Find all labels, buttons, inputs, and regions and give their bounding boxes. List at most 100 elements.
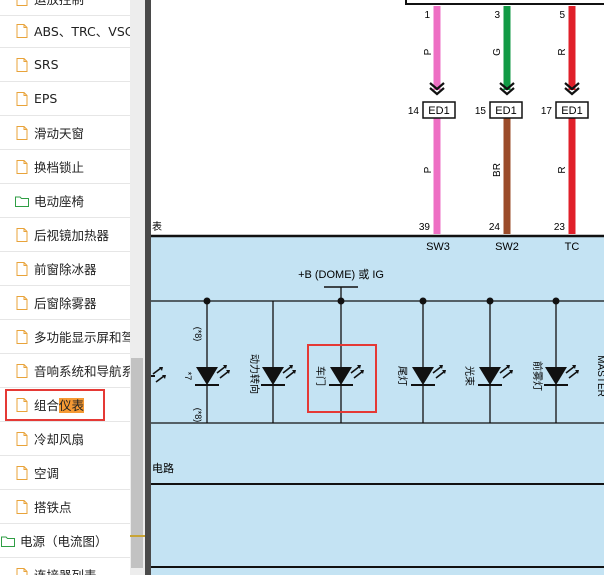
led-label: 动力转向 (248, 354, 261, 394)
wiring-diagram-viewer[interactable]: ED1 1 14 39 P P ED1 3 15 24 G BR ED1 5 1… (151, 0, 604, 575)
junction-dot (552, 297, 560, 305)
power-source-label: +B (DOME) 或 IG (298, 268, 384, 281)
terminal-label: TC (565, 241, 580, 253)
wire-segment-brown (503, 118, 511, 234)
tree-item-label: SRS (34, 57, 59, 72)
sidebar-scrollbar-thumb[interactable] (131, 358, 143, 568)
file-icon (14, 91, 30, 107)
tree-item-cooling-fan[interactable]: 冷却风扇 (0, 422, 130, 456)
tree-item-eps[interactable]: EPS (0, 82, 130, 116)
tree-item-label: 连接器列表 (34, 565, 97, 575)
tree-item-label: 搭铁点 (34, 500, 72, 515)
led-label: 车门 (314, 366, 327, 386)
wire-color-code: P (423, 48, 434, 55)
tree-item-power-seat[interactable]: 电动座椅 (0, 184, 130, 218)
tree-item-air-conditioning[interactable]: 空调 (0, 456, 130, 490)
file-icon (14, 125, 30, 141)
master-label: MASTER (595, 355, 604, 397)
wire-color-code: G (492, 48, 503, 56)
tree-item-front-deicer[interactable]: 前窗除冰器 (0, 252, 130, 286)
connector-label: ED1 (561, 105, 582, 117)
wire-color-code: P (423, 166, 434, 173)
lower-panel (151, 485, 604, 567)
tree-item-label: 多功能显示屏和驾驶 (34, 330, 130, 345)
diagram-top-area (151, 0, 604, 236)
tree-item-label: ABS、TRC、VSC (34, 24, 130, 39)
tree-item-srs[interactable]: SRS (0, 48, 130, 82)
tree-item-label: 换档锁止 (34, 160, 85, 175)
section-label: 电路 (152, 462, 174, 475)
pin-number: 17 (541, 106, 553, 117)
tree-item-mirror-heater[interactable]: 后视镜加热器 (0, 218, 130, 252)
tree-item-audio-nav[interactable]: 音响系统和导航系统 (0, 354, 130, 388)
top-component-box (405, 0, 604, 5)
wire-tc: ED1 5 17 23 R R (541, 6, 589, 234)
note-label: (*8) (193, 327, 203, 342)
tree-item-label: 电动座椅 (34, 194, 85, 209)
pin-number: 5 (559, 10, 565, 21)
scroll-position-marker (130, 535, 145, 537)
wire-segment-green (503, 6, 511, 90)
terminal-label: SW2 (495, 241, 519, 253)
file-icon (14, 227, 30, 243)
sidebar-tree: 运放控制 ABS、TRC、VSC SRS EPS 滑动天窗 换档锁止 电动座椅 … (0, 0, 130, 575)
tree-item-rear-defogger[interactable]: 后窗除雾器 (0, 286, 130, 320)
file-icon (14, 431, 30, 447)
tree-item-abs-trc-vsc[interactable]: ABS、TRC、VSC (0, 14, 130, 48)
pin-number: 24 (489, 222, 501, 233)
note-label: (*8) (193, 408, 203, 423)
file-icon (14, 397, 30, 413)
tree-item-power-current-diagram[interactable]: 电源（电流图） (0, 524, 130, 558)
connector-label: ED1 (428, 105, 449, 117)
tree-item-connector-list[interactable]: 连接器列表 (0, 558, 130, 575)
connector-label: ED1 (495, 105, 516, 117)
tree-item-car-control[interactable]: 运放控制 (0, 0, 130, 16)
tree-item-label: 电源（电流图） (20, 534, 108, 549)
tree-item-label: 运放控制 (34, 0, 84, 8)
led-partial-left (151, 367, 166, 383)
connector-box (489, 101, 523, 119)
junction-dot (203, 297, 211, 305)
tree-item-combination-meter[interactable]: 组合仪表 (0, 388, 130, 422)
tree-item-label: 音响系统和导航系统 (34, 364, 130, 379)
wire-segment-red (568, 6, 576, 90)
file-icon (14, 295, 30, 311)
tree-item-sunroof[interactable]: 滑动天窗 (0, 116, 130, 150)
led-label: 前雾灯 (531, 361, 544, 391)
combination-meter-panel (151, 236, 604, 484)
led-label: 光束 (463, 366, 476, 386)
file-icon (14, 0, 30, 7)
note-label: *7 (183, 372, 193, 381)
tree-item-ground-points[interactable]: 搭铁点 (0, 490, 130, 524)
pin-number: 3 (494, 10, 500, 21)
wire-sw3: ED1 1 14 39 P P (408, 6, 456, 234)
section-label: 表 (152, 220, 162, 233)
terminal-label: SW3 (426, 241, 450, 253)
pin-number: 14 (408, 106, 420, 117)
file-icon (14, 363, 30, 379)
connector-box (422, 101, 456, 119)
file-icon (14, 329, 30, 345)
tree-item-label: 滑动天窗 (34, 126, 85, 141)
file-icon (14, 57, 30, 73)
tree-item-label: 前窗除冰器 (34, 262, 97, 277)
junction-dot (419, 297, 427, 305)
junction-dot (337, 297, 345, 305)
junction-dot (486, 297, 494, 305)
connector-box (555, 101, 589, 119)
wire-color-code: BR (492, 163, 503, 177)
tree-item-label: 空调 (34, 466, 60, 481)
wire-segment-pink (433, 6, 441, 90)
label-plain: 组合 (34, 398, 60, 413)
tree-item-shift-lock[interactable]: 换档锁止 (0, 150, 130, 184)
file-icon (14, 567, 30, 575)
wiring-diagram: ED1 1 14 39 P P ED1 3 15 24 G BR ED1 5 1… (151, 0, 604, 575)
pin-number: 1 (424, 10, 430, 21)
folder-icon (0, 533, 16, 549)
wire-color-code: R (557, 48, 568, 55)
tree-item-label: 后视镜加热器 (34, 228, 110, 243)
led-label: 尾灯 (396, 366, 408, 386)
folder-icon (14, 193, 30, 209)
pin-number: 15 (475, 106, 487, 117)
tree-item-multi-display[interactable]: 多功能显示屏和驾驶 (0, 320, 130, 354)
